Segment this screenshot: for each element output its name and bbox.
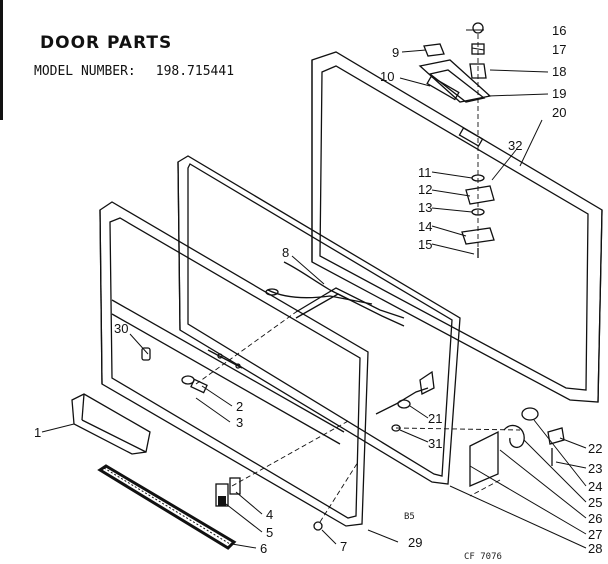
callout-17: 17	[552, 42, 567, 57]
callout-4: 4	[266, 507, 274, 522]
callout-8: 8	[282, 245, 290, 260]
callout-20: 20	[552, 105, 567, 120]
callout-23: 23	[588, 461, 603, 476]
handle-rod	[265, 261, 405, 327]
callout-5: 5	[266, 525, 274, 540]
callout-11: 11	[418, 165, 432, 180]
callout-15: 15	[418, 237, 433, 252]
callout-1: 1	[34, 425, 42, 440]
handle-cover	[71, 393, 151, 455]
callout-22: 22	[588, 441, 603, 456]
callout-19: 19	[552, 86, 567, 101]
edge-mark	[0, 0, 3, 120]
callout-28: 28	[588, 541, 603, 556]
callout-10: 10	[380, 69, 395, 84]
ref-b5: B5	[404, 512, 415, 522]
callout-leaders	[41, 29, 587, 549]
inner-door-panel	[99, 201, 369, 527]
callout-25: 25	[588, 495, 603, 510]
model-number-line: MODEL NUMBER: 198.715441	[34, 64, 234, 79]
callout-13: 13	[418, 200, 433, 215]
model-number-label: MODEL NUMBER:	[34, 64, 136, 79]
callout-29: 29	[408, 535, 423, 550]
gasket-frame	[177, 155, 461, 485]
explode-lines	[195, 311, 521, 523]
callout-2: 2	[236, 399, 244, 414]
callout-31: 31	[428, 436, 443, 451]
callout-24: 24	[588, 479, 603, 494]
lower-hinge-parts	[469, 407, 565, 497]
trim-strip	[97, 464, 237, 550]
callout-14: 14	[418, 219, 433, 234]
page-title: DOOR PARTS	[40, 33, 173, 53]
callout-3: 3	[236, 415, 244, 430]
callout-7: 7	[340, 539, 348, 554]
callout-6: 6	[260, 541, 268, 556]
ref-code: CF 7076	[464, 552, 502, 562]
top-hinge-assembly	[418, 22, 492, 250]
callout-30: 30	[114, 321, 129, 336]
model-number-value: 198.715441	[155, 64, 235, 79]
callout-26: 26	[588, 511, 603, 526]
latch	[215, 477, 241, 507]
outer-door-panel	[311, 51, 603, 403]
callout-9: 9	[392, 45, 400, 60]
stop-parts	[375, 370, 435, 432]
screw-7	[313, 521, 323, 531]
callout-21: 21	[428, 411, 443, 426]
callout-16: 16	[552, 23, 567, 38]
callout-32: 32	[508, 138, 523, 153]
latch-parts	[181, 349, 243, 394]
callout-18: 18	[552, 64, 567, 79]
callout-27: 27	[588, 527, 603, 542]
callout-12: 12	[418, 182, 433, 197]
